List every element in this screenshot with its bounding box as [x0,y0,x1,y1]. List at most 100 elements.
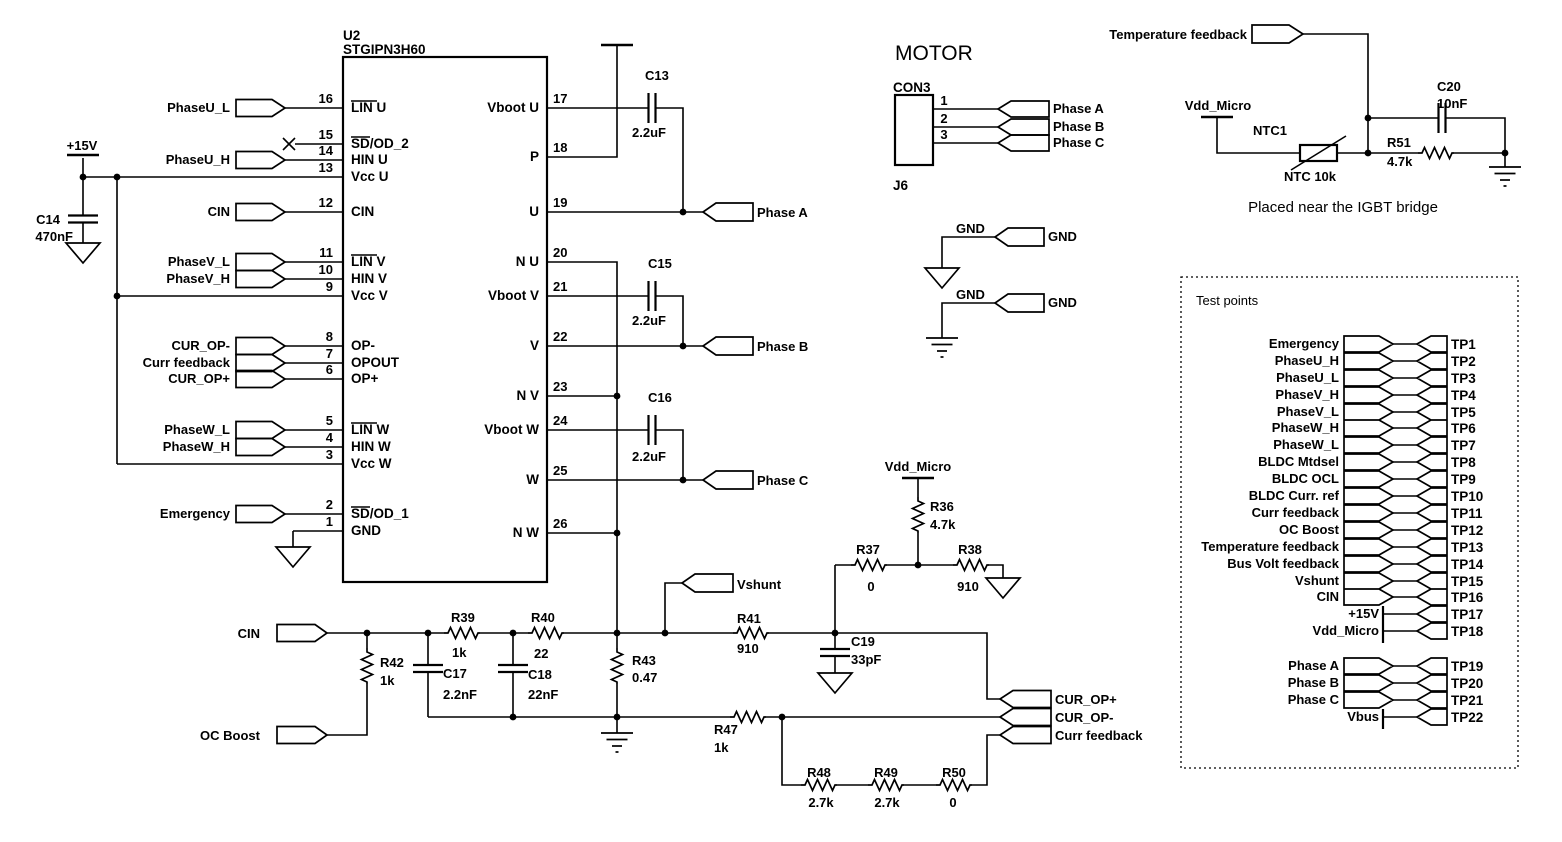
tag-phasew-h [235,437,287,457]
c18-value: 22nF [528,687,558,702]
c20-ref: C20 [1437,79,1461,94]
tag-emergency [235,504,287,524]
tag-curr-feedback-right [998,725,1052,745]
tp-label: TP3 [1451,371,1476,386]
tp-net-label: Curr feedback [1252,505,1340,520]
pin-name: Vboot U [487,100,539,115]
tag-label: Vshunt [737,577,782,592]
r43-ref: R43 [632,653,656,668]
tp-label: TP4 [1451,388,1476,403]
resistor-r39-icon [443,626,481,640]
tp-net-label: PhaseU_L [1276,370,1339,385]
tag-label: PhaseU_L [167,100,230,115]
capacitor-c17-icon [411,663,445,674]
pin-name: Vboot V [488,288,539,303]
resistor-r37-icon [850,558,888,572]
r38-ref: R38 [958,542,982,557]
pin-number: 17 [553,91,567,106]
tag-phaseu-l [235,98,287,118]
tp-label: TP19 [1451,659,1483,674]
ic-u2: U2 STGIPN3H60 16 15 14 13 12 11 10 9 8 7… [319,28,568,584]
junction-dot [509,629,517,637]
r40-ref: R40 [531,610,555,625]
c18-ref: C18 [528,667,552,682]
c14-ref: C14 [36,212,61,227]
pin-number: 24 [553,413,568,428]
tag-label: Phase A [757,205,808,220]
pin-number: 2 [940,111,947,126]
tag-label: CUR_OP+ [1055,692,1117,707]
capacitor-c14-icon [66,214,100,224]
pin-name: Vcc U [351,169,389,184]
capacitor-c19-icon [818,647,852,658]
c16-ref: C16 [648,390,672,405]
pin-number: 4 [326,430,334,445]
ic-ref: U2 [343,28,360,43]
net-label-15v: +15V [67,138,98,153]
tag-label: PhaseW_H [163,439,230,454]
r51-value: 4.7k [1387,154,1413,169]
c16-value: 2.2uF [632,449,666,464]
resistor-r42-icon [362,648,373,684]
test-net-tags [1343,335,1395,709]
pin-name: LIN V [351,254,386,269]
net-label-gnd: GND [956,221,985,236]
c15-value: 2.2uF [632,313,666,328]
r47-ref: R47 [714,722,738,737]
net-label-vdd-micro: Vdd_Micro [1185,98,1252,113]
resistor-r43-icon [612,648,623,684]
motor-connector-section: MOTOR CON3 J6 1 2 3 Phase A Phase B Phas… [893,42,1105,193]
r48-value: 2.7k [808,795,834,810]
pin-name: V [530,338,539,353]
wire-input-signals [285,107,343,547]
tag-label: Phase C [757,473,809,488]
r42-value: 1k [380,673,395,688]
tp-label: TP11 [1451,506,1483,521]
tag-label: OC Boost [200,728,261,743]
pin-number: 5 [326,413,333,428]
connector-body [893,93,935,167]
tp-net-label: Phase A [1288,658,1339,673]
tag-label: PhaseV_H [166,271,230,286]
ntc1-ref: NTC1 [1253,123,1287,138]
junction-dot [613,629,621,637]
r50-value: 0 [949,795,956,810]
pin-name: Vboot W [484,422,539,437]
ground-icon [275,546,311,568]
tp-net-label: PhaseV_L [1277,404,1339,419]
resistor-r50-icon [935,778,973,792]
ntc-section: Temperature feedback Vdd_Micro NTC1 NTC … [1109,24,1522,216]
wire-test-points [1383,343,1417,718]
pin-name: GND [351,523,381,538]
pin-number: 18 [553,140,567,155]
r36-value: 4.7k [930,517,956,532]
pin-name: LIN U [351,100,386,115]
capacitor-c18-icon [496,663,530,674]
tag-curr-feedback [235,353,287,373]
pin-name: OP+ [351,371,379,386]
tag-temperature-feedback [1251,24,1305,44]
tp-label: TP15 [1451,574,1484,589]
pin-name: HIN U [351,152,388,167]
ic-body [341,55,549,584]
tp-net-label: CIN [1317,589,1339,604]
tag-label: Phase B [757,339,808,354]
c14-value: 470nF [35,229,73,244]
junction-dot [613,529,621,537]
shunt-network-section: CIN OC Boost Vshunt CUR_OP+ CUR_OP- Curr… [200,573,1143,810]
tp-label: TP22 [1451,710,1483,725]
tp-label: TP9 [1451,472,1476,487]
vcc-rail-section: +15V C14 470nF [35,138,343,465]
tp-label: TP10 [1451,489,1483,504]
pin-name: N W [513,525,540,540]
r47-value: 1k [714,740,729,755]
tag-phase-c [701,470,754,490]
tp-label: TP16 [1451,590,1484,605]
tp-label: TP21 [1451,693,1484,708]
r43-value: 0.47 [632,670,657,685]
junction-dot [509,713,517,721]
tp-label: TP13 [1451,540,1484,555]
junction-dot [914,561,922,569]
junction-dot [613,392,621,400]
pin-name: HIN V [351,271,387,286]
